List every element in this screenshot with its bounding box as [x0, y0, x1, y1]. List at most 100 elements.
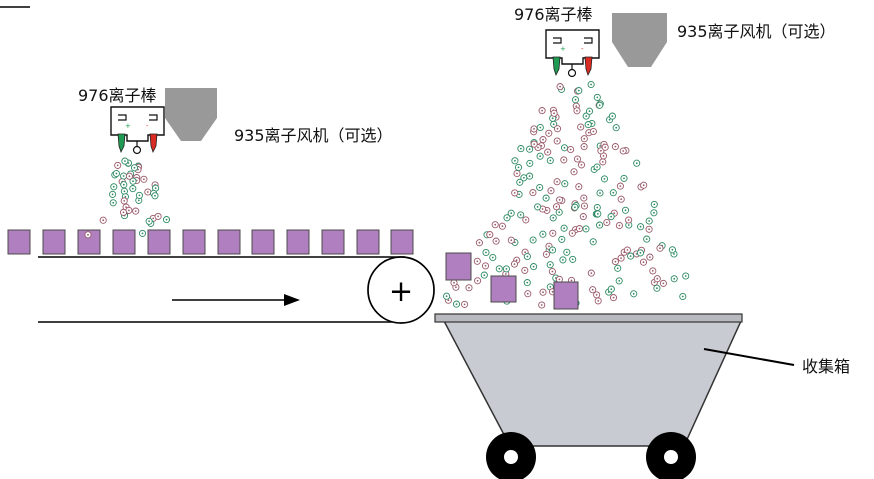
ion-particle-core [585, 228, 587, 230]
conveyor-product-item [390, 229, 414, 255]
ion-particle-core [546, 209, 548, 212]
ion-particle-core [523, 176, 525, 179]
ion-particle-core [627, 224, 630, 226]
ion-particle-core [618, 280, 621, 282]
ion-particle-core [582, 215, 585, 218]
ion-particle-core [558, 211, 561, 214]
ion-particle-core [513, 263, 516, 265]
ion-particle-core [583, 137, 586, 140]
ion-particle-core [603, 178, 606, 180]
negative-electrode-icon [149, 133, 158, 154]
ion-particle-core [673, 277, 676, 280]
ion-particle-core [116, 164, 119, 167]
right-ion-particles [443, 80, 690, 309]
ion-particle-core [546, 151, 549, 154]
ion-particle-core [498, 267, 501, 270]
ion-particle-core [632, 292, 635, 295]
right-ion-fan [612, 13, 667, 67]
svg-text:-: - [146, 122, 149, 130]
svg-text:+: + [560, 45, 566, 53]
ion-particle-core [571, 232, 574, 235]
ion-particle-core [532, 191, 534, 194]
ion-particle-core [463, 303, 466, 306]
ion-particle-core [651, 270, 654, 272]
ion-particle-core [152, 217, 155, 220]
left-ion-particles [84, 157, 171, 239]
ion-particle-core [154, 187, 157, 190]
falling-product-item [553, 281, 579, 310]
ion-particle-core [656, 277, 659, 280]
conveyor-product-item [251, 229, 275, 255]
ion-particle-core [124, 195, 127, 198]
ion-particle-core [592, 130, 595, 133]
ion-particle-core [649, 256, 651, 258]
ion-particle-core [577, 185, 580, 188]
right-ion-bar-label: 976离子棒 [514, 5, 593, 24]
ion-particle-core [639, 225, 642, 228]
ion-particle-core [131, 187, 134, 190]
ion-particle-core [613, 212, 616, 215]
ion-particle-core [134, 210, 137, 213]
ion-particle-core [491, 256, 494, 259]
ion-particle-core [536, 206, 539, 208]
ion-particle-core [520, 147, 522, 150]
ion-particle-core [547, 132, 550, 135]
ion-particle-core [102, 219, 105, 222]
ion-particle-core [653, 203, 656, 206]
ion-particle-core [455, 286, 457, 289]
ion-particle-core [549, 159, 552, 162]
ion-particle-core [653, 211, 655, 214]
ion-particle-core [592, 240, 595, 243]
ion-particle-core [627, 219, 630, 221]
ion-particle-core [576, 158, 579, 160]
ion-particle-core [573, 170, 575, 173]
ion-particle-core [610, 288, 613, 290]
ion-particle-core [540, 304, 543, 306]
ion-particle-core [596, 206, 599, 209]
ion-particle-core [146, 191, 149, 193]
arrow-right-icon [172, 294, 300, 306]
ion-particle-core [571, 258, 574, 261]
ion-particle-core [578, 227, 581, 230]
ion-particle-core [574, 206, 576, 209]
ion-particle-core [541, 208, 544, 210]
ion-particle-core [133, 166, 136, 169]
ion-particle-core [537, 146, 539, 149]
ion-particle-core [560, 238, 563, 241]
ion-particle-core [635, 162, 638, 165]
ion-particle-core [558, 199, 561, 201]
ion-particle-core [111, 193, 114, 196]
ion-particle-core [122, 183, 125, 186]
ion-particle-core [602, 155, 605, 157]
ion-particle-core [624, 209, 627, 212]
ion-particle-core [642, 261, 645, 264]
ion-particle-core [590, 83, 592, 86]
ion-particle-core [122, 175, 125, 177]
conveyor-product-item [147, 229, 171, 255]
ion-particle-core [623, 177, 625, 180]
ion-particle-core [614, 260, 617, 263]
conveyor-product-item [112, 229, 136, 255]
ion-particle-core [545, 197, 547, 200]
conveyor-product-item [286, 229, 310, 255]
conveyor-product-item [321, 229, 345, 255]
ion-particle-core [476, 260, 479, 263]
ion-particle-core [588, 110, 591, 113]
ion-particle-core [552, 217, 555, 219]
ion-particle-core [684, 275, 687, 277]
ion-particle-core [515, 259, 518, 262]
ion-particle-core [157, 215, 160, 218]
ion-particle-core [138, 194, 141, 197]
ion-particle-core [580, 164, 583, 166]
conveyor-products [7, 229, 414, 255]
ion-particle-core [601, 161, 604, 163]
ion-particle-core [124, 160, 126, 163]
ion-particle-core [681, 295, 684, 298]
ion-particle-core [549, 286, 552, 288]
conveyor-product-item [7, 229, 31, 255]
ion-particle-core [648, 220, 651, 222]
ion-particle-core [526, 281, 529, 284]
ion-particle-core [642, 184, 645, 187]
ion-particle-core [585, 115, 588, 117]
ion-particle-core [629, 255, 632, 257]
